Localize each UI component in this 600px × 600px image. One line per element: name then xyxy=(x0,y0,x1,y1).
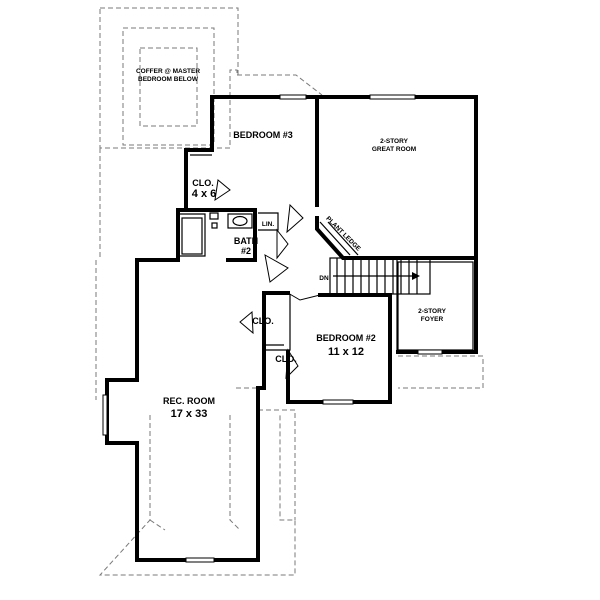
stair xyxy=(329,257,431,295)
great-room-label-line2: GREAT ROOM xyxy=(372,146,416,153)
coffer-label-line1: COFFER @ MASTER xyxy=(136,68,200,75)
doors xyxy=(214,179,321,380)
foyer-label-line2: FOYER xyxy=(421,316,444,323)
closet-mid-label: CLO. xyxy=(252,316,274,326)
windows xyxy=(102,94,443,563)
walls xyxy=(105,95,478,562)
closet-top-label: CLO. xyxy=(192,178,214,188)
great-room-label-line1: 2-STORY xyxy=(380,138,408,145)
bath-label-line2: #2 xyxy=(241,246,251,256)
bedroom2-label: BEDROOM #2 xyxy=(316,333,376,343)
linen-label: LIN. xyxy=(262,221,274,228)
bedroom2-size: 11 x 12 xyxy=(328,346,364,358)
rec-room-size: 17 x 33 xyxy=(171,408,208,420)
bedroom3-label: BEDROOM #3 xyxy=(233,130,293,140)
coffer-label-line2: BEDROOM BELOW xyxy=(138,76,199,83)
bath-label-line1: BATH xyxy=(234,236,258,246)
foyer-label-line1: 2-STORY xyxy=(418,308,446,315)
closet-low-label: CLO. xyxy=(275,354,297,364)
stair-down-label: DN xyxy=(319,275,329,282)
interior-lines xyxy=(180,154,474,384)
closet-top-size: 4 x 6 xyxy=(192,188,216,200)
rec-room-label: REC. ROOM xyxy=(163,396,215,406)
